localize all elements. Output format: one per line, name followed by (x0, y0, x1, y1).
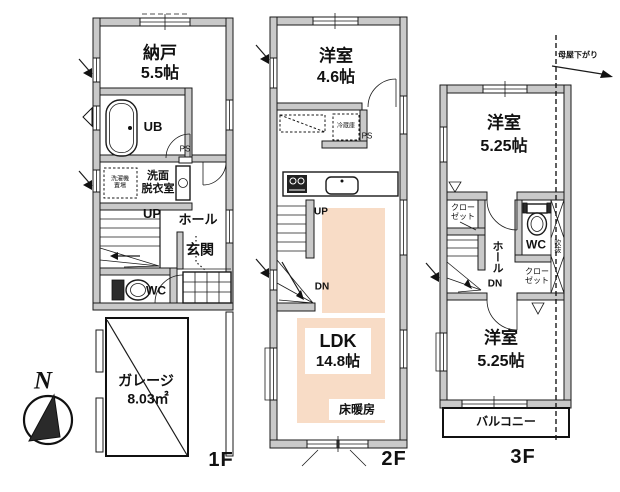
room-label-wc-3f: WC (526, 237, 546, 252)
compass-north-label: N (33, 367, 53, 395)
laundry-space-label: 洗濯機置場 (110, 176, 129, 189)
vent-flag-icon (78, 58, 93, 190)
compass-north-icon (22, 393, 74, 446)
stove-icon (287, 175, 307, 193)
closet-label-upper: クローゼット (451, 203, 475, 221)
ps-label-1f: PS (179, 144, 191, 154)
room-label-garage: ガレージ (118, 372, 174, 389)
room-label-3f-south: 洋室 (484, 328, 518, 348)
floor-label-1f: 1F (208, 449, 234, 471)
dn-label-2f: DN (314, 281, 330, 293)
room-label-entrance: 玄関 (186, 241, 214, 258)
room-size-3f-north: 5.25帖 (480, 138, 528, 156)
room-size-3f-south: 5.25帖 (477, 353, 525, 371)
void-label: 吹抜 (553, 239, 561, 253)
floor-label-3f: 3F (510, 446, 536, 468)
room-label-ldk: LDK (319, 331, 357, 352)
vent-flag-icon (425, 262, 440, 282)
toilet-icon (522, 202, 552, 236)
roof-slope-arrow-icon (551, 65, 613, 78)
room-label-ub: UB (143, 118, 163, 134)
balcony-label: バルコニー (476, 414, 536, 429)
stairs-2f (276, 205, 314, 304)
closet-label-lower: クローゼット (525, 267, 549, 285)
floor-label-2f: 2F (381, 448, 407, 470)
room-label-hall-3f: ホール (491, 240, 504, 274)
up-label-2f: UP (314, 206, 328, 218)
room-label-washroom-1: 洗面 (147, 169, 169, 182)
room-label-hall-1f: ホール (178, 211, 218, 227)
room-label-2f-bedroom: 洋室 (319, 46, 353, 66)
void-strip (550, 199, 565, 294)
fridge-space (332, 113, 360, 141)
bathtub-icon (105, 99, 138, 157)
pipe-space-1f (178, 156, 193, 164)
vent-flag-icon (255, 44, 270, 278)
room-size-storage: 5.5帖 (140, 65, 180, 83)
room-label-storage: 納戸 (143, 43, 177, 63)
floor-heating-label: 床暖房 (338, 402, 376, 417)
washbasin-icon (175, 165, 191, 201)
room-label-3f-north: 洋室 (487, 113, 521, 133)
floor-1f-plan (78, 13, 234, 457)
floor-2f-plan (255, 13, 408, 467)
dn-label-3f: DN (487, 278, 503, 290)
room-size-ldk: 14.8帖 (315, 352, 361, 370)
balcony-area (442, 407, 570, 438)
toilet-icon (111, 279, 151, 301)
ps-label-2f: PS (361, 131, 373, 141)
fridge-label: 冷蔵庫 (336, 123, 356, 130)
stairs-1f (99, 210, 161, 268)
floor-heating-area (322, 208, 385, 313)
entrance-porch (154, 268, 232, 304)
stairs-3f (446, 239, 482, 293)
floor-3f-plan (425, 35, 613, 443)
roof-slope-label: 母屋下がり (558, 50, 598, 60)
kitchen-sink-icon (325, 176, 359, 195)
kitchen-counter (282, 171, 399, 197)
garage-area (95, 311, 234, 457)
up-label-1f: UP (142, 205, 162, 221)
room-label-washroom-2: 脱衣室 (141, 182, 175, 195)
room-size-2f-bedroom: 4.6帖 (316, 69, 356, 87)
room-size-garage: 8.03㎡ (127, 390, 169, 407)
room-label-wc-1f: WC (146, 283, 166, 298)
